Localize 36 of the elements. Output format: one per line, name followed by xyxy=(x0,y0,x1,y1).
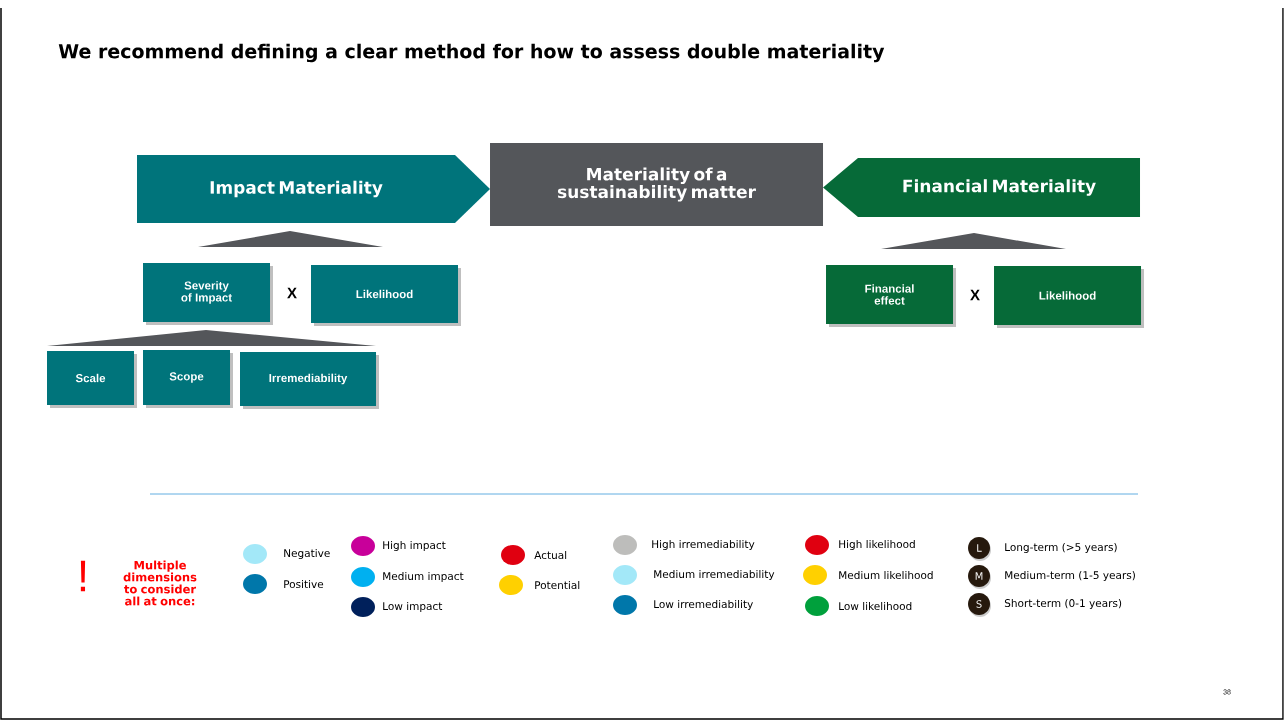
legend-label: Potential xyxy=(535,580,580,590)
factor-box: Likelihood xyxy=(311,265,461,326)
term-badge: M xyxy=(968,565,991,589)
legend-label: Low likelihood xyxy=(839,601,912,611)
roof-bracket xyxy=(881,233,1066,249)
factor-box: Severity of Impact xyxy=(143,263,273,325)
multiply-sign: X xyxy=(970,289,980,301)
legend-label: High impact xyxy=(383,540,446,552)
factor-box: Irremediability xyxy=(240,352,379,409)
legend-label: Low irremediability xyxy=(654,599,753,611)
legend-label: Medium irremediability xyxy=(654,569,775,581)
legend-label: High likelihood xyxy=(839,539,915,551)
exclamation-mark: ! xyxy=(80,560,86,592)
factor-box: Scope xyxy=(143,350,233,408)
factor-box: Likelihood xyxy=(994,266,1144,328)
legend-label: Short-term (0-1 years) xyxy=(1004,598,1122,610)
legend-label: Negative xyxy=(284,548,330,560)
legend-label: Medium impact xyxy=(383,571,464,583)
legend-label: Low impact xyxy=(383,601,443,613)
roof-bracket xyxy=(198,231,383,247)
factor-box: Financial effect xyxy=(826,265,956,327)
legend-label: High irremediability xyxy=(652,539,755,551)
arrow-banner: Impact Materiality xyxy=(137,155,490,223)
multiply-sign: X xyxy=(287,287,297,299)
legend-label: Positive xyxy=(284,579,324,589)
legend-label: Medium-term (1-5 years) xyxy=(1005,570,1135,582)
heading-box: Materiality of a sustainability matter xyxy=(490,143,823,226)
arrow-banner: Financial Materiality xyxy=(823,158,1140,217)
legend-label: Long-term (>5 years) xyxy=(1005,542,1117,554)
term-badge: S xyxy=(968,593,991,617)
legend-label: Actual xyxy=(534,550,567,560)
factor-box: Scale xyxy=(47,351,137,408)
term-badge: L xyxy=(968,537,991,561)
legend-label: Medium likelihood xyxy=(839,570,933,580)
slide-title: We recommend defining a clear method for how to assess double materiality xyxy=(58,43,885,63)
warning-note: Multiple dimensions to consider all at once: xyxy=(123,560,197,606)
